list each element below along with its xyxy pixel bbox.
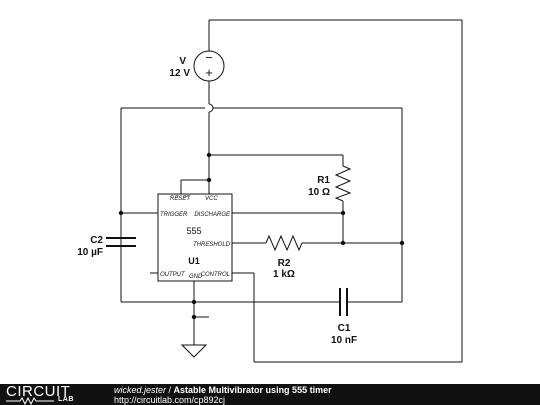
logo-circuit-text: CIRCUIT bbox=[6, 383, 71, 400]
source-label: V bbox=[179, 56, 186, 67]
pin-trigger-label: TRIGGER bbox=[160, 212, 188, 218]
c2-name: C2 bbox=[90, 235, 103, 246]
pin-gnd-label: GND bbox=[189, 274, 203, 280]
junction-dot bbox=[340, 210, 346, 216]
wire-crossover-hop bbox=[208, 103, 214, 113]
source-value: 12 V bbox=[169, 68, 190, 79]
voltage-source-symbol bbox=[193, 50, 225, 82]
c1-value: 10 nF bbox=[331, 335, 357, 346]
author-link[interactable]: wicked.jester bbox=[114, 385, 167, 395]
r2-name: R2 bbox=[278, 258, 291, 269]
junction-dot bbox=[118, 210, 124, 216]
credit-separator: / bbox=[166, 385, 174, 395]
junction-dot bbox=[206, 152, 212, 158]
credit-line: wicked.jester / Astable Multivibrator us… bbox=[114, 385, 332, 395]
r2-zigzag bbox=[265, 234, 303, 252]
source-plus: + bbox=[205, 65, 213, 80]
r1-value: 10 Ω bbox=[308, 187, 330, 198]
junction-dot bbox=[206, 177, 212, 183]
footer-bar: CIRCUIT LAB wicked.jester / Astable Mult… bbox=[0, 384, 540, 405]
r1-zigzag bbox=[334, 165, 352, 202]
source-minus: − bbox=[205, 50, 213, 65]
r2-value: 1 kΩ bbox=[273, 269, 295, 280]
pin-control-label: CONTROL bbox=[201, 272, 230, 278]
junction-dot bbox=[399, 240, 405, 246]
circuit-url-link[interactable]: http://circuitlab.com/cp892cj bbox=[114, 395, 226, 405]
pin-vcc-label: VCC bbox=[205, 196, 218, 202]
pin-output-label: OUTPUT bbox=[160, 272, 186, 278]
pin-threshold-label: THRESHOLD bbox=[193, 242, 231, 248]
r1-name: R1 bbox=[317, 175, 330, 186]
junction-dot bbox=[191, 314, 197, 320]
c2-value: 10 µF bbox=[77, 247, 103, 258]
chip-ref-label: U1 bbox=[188, 256, 200, 266]
circuitlab-logo: CIRCUIT LAB bbox=[6, 383, 102, 405]
schematic-canvas: − + V 12 V 555 U1 RESET VCC TRIGGER DISC… bbox=[77, 19, 463, 363]
c1-name: C1 bbox=[338, 323, 351, 334]
junction-dot bbox=[340, 240, 346, 246]
chip-part-label: 555 bbox=[186, 226, 201, 236]
logo-lab-text: LAB bbox=[58, 396, 74, 403]
resistor-logo-icon bbox=[6, 397, 54, 405]
junction-dot bbox=[191, 299, 197, 305]
circuit-title: Astable Multivibrator using 555 timer bbox=[173, 385, 332, 395]
ground-symbol bbox=[180, 344, 208, 358]
pin-reset-label: RESET bbox=[170, 196, 191, 202]
chip-555-body bbox=[157, 193, 233, 282]
pin-discharge-label: DISCHARGE bbox=[194, 212, 231, 218]
